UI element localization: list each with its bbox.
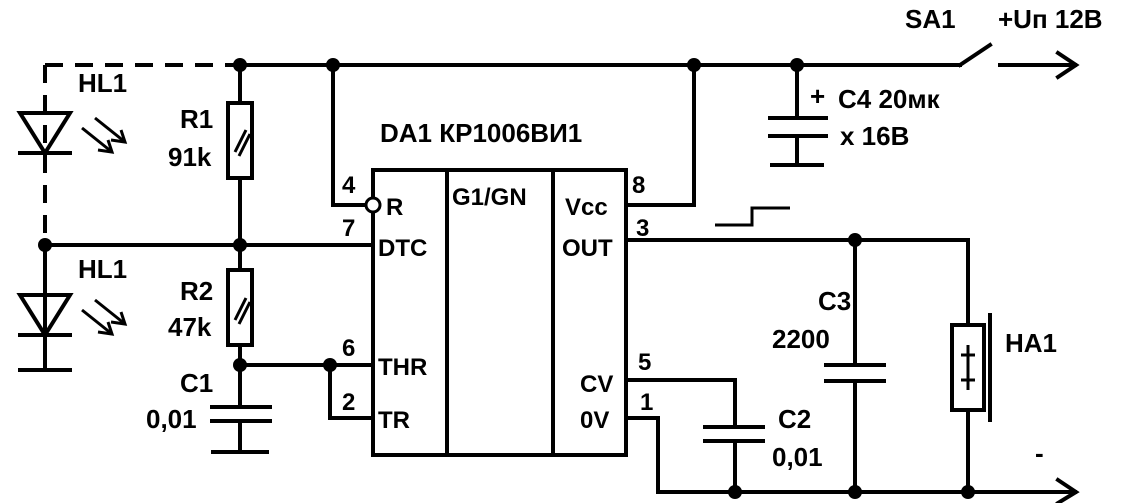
c2-name: C2 (778, 404, 811, 434)
pin-4-name: R (386, 194, 403, 221)
c4-value: x 16В (840, 121, 909, 151)
pin-5-number: 5 (638, 349, 651, 376)
capacitor-c3 (824, 238, 886, 494)
c3-value: 2200 (772, 324, 830, 354)
reset-inversion-bubble (364, 196, 382, 214)
r1-value: 91k (168, 142, 212, 172)
hl1-bottom-label: HL1 (78, 254, 127, 284)
pin-3-name: OUT (562, 235, 613, 262)
r1-name: R1 (180, 104, 213, 134)
c1-value: 0,01 (146, 404, 197, 434)
r2-name: R2 (180, 276, 213, 306)
supply-rail (45, 42, 1080, 80)
output-step-waveform (715, 206, 790, 227)
c4-name: C4 20мк (838, 84, 941, 114)
divider-column (210, 63, 272, 454)
pin-7-name: DTC (378, 235, 427, 262)
c1-name: C1 (180, 368, 213, 398)
c3-name: C3 (818, 286, 851, 316)
c2-value: 0,01 (772, 442, 823, 472)
hl1-top-label: HL1 (78, 68, 127, 98)
led-hl1-bottom (16, 293, 128, 372)
ic-da1 (364, 168, 628, 457)
pin-2-number: 2 (342, 389, 355, 416)
buzzer-ha1 (950, 313, 992, 494)
pin-1-number: 1 (640, 389, 653, 416)
ground-rail (624, 416, 1080, 503)
ic-center-label: G1/GN (452, 184, 527, 211)
pin-6-number: 6 (342, 335, 355, 362)
pin-8-name: Vcc (565, 194, 608, 221)
capacitor-c4 (768, 63, 828, 167)
pin-1-name: 0V (580, 407, 609, 434)
ic-title: DA1 КР1006ВИ1 (380, 118, 582, 148)
supply-label: +Uп 12В (998, 4, 1103, 34)
switch-label: SA1 (905, 4, 956, 34)
pin-5-name: CV (580, 371, 613, 398)
pin-8-number: 8 (632, 172, 645, 199)
pin-3-number: 3 (636, 215, 649, 242)
capacitor-c2 (624, 378, 765, 494)
led-hl1-top (16, 111, 128, 157)
ha1-label: HA1 (1005, 328, 1057, 358)
r2-value: 47k (168, 312, 212, 342)
ground-label: - (1035, 438, 1044, 468)
pin-7-number: 7 (342, 215, 355, 242)
pin-4-number: 4 (342, 172, 356, 199)
pin-2-name: TR (378, 407, 410, 434)
c4-polarity: + (810, 81, 825, 111)
pin-6-name: THR (378, 354, 427, 381)
